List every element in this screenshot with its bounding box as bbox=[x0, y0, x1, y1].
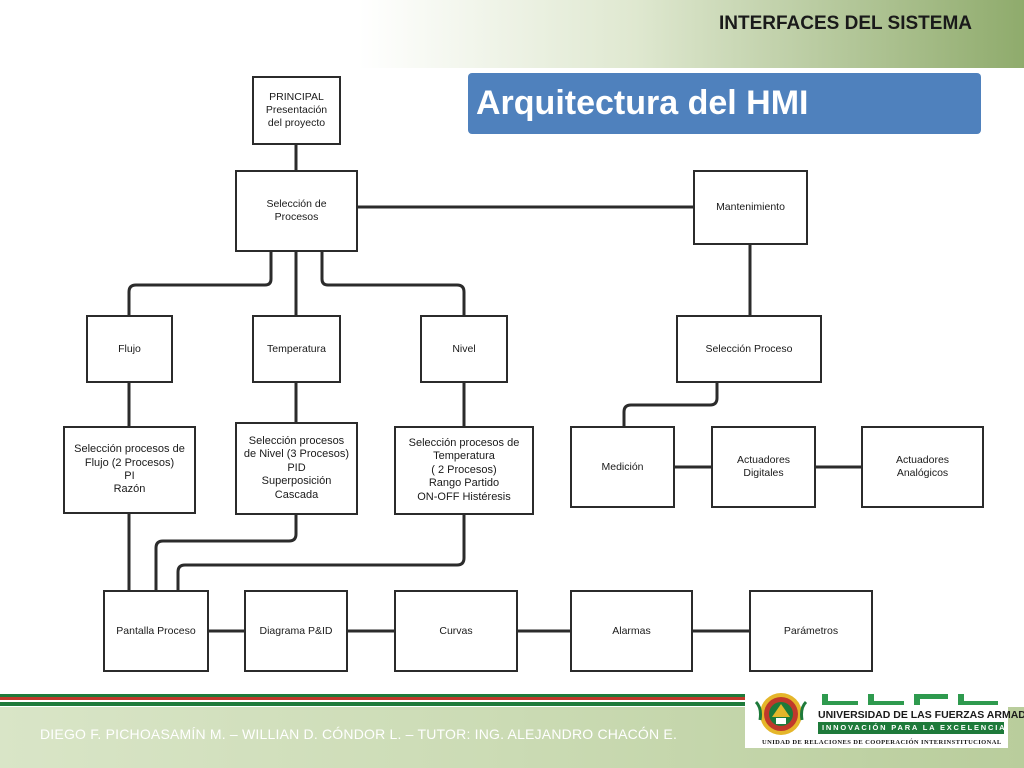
node-parametros: Parámetros bbox=[749, 590, 873, 672]
section-title: INTERFACES DEL SISTEMA bbox=[718, 13, 972, 34]
footer-authors: DIEGO F. PICHOASAMÍN M. – WILLIAN D. CÓN… bbox=[40, 726, 678, 742]
slide-title: Arquitectura del HMI bbox=[468, 73, 981, 134]
footer-stripe-green-2 bbox=[0, 702, 750, 706]
node-actuadores-analogicos: Actuadores Analógicos bbox=[861, 426, 984, 508]
slide-title-text: Arquitectura del HMI bbox=[476, 84, 809, 122]
espe-logo bbox=[822, 694, 998, 705]
link-seleccion-flujo bbox=[127, 250, 273, 317]
node-seleccion-proceso: Selección Proceso bbox=[676, 315, 822, 383]
link-seleccionproceso-medicion bbox=[622, 381, 719, 428]
node-alarmas: Alarmas bbox=[570, 590, 693, 672]
motto-bar bbox=[818, 722, 1004, 734]
node-seleccion-nivel: Selección procesos de Nivel (3 Procesos)… bbox=[235, 422, 358, 515]
link-seleccion-nivel bbox=[320, 250, 466, 317]
node-temperatura: Temperatura bbox=[252, 315, 341, 383]
link-tempsel-pantalla bbox=[176, 513, 466, 592]
node-principal: PRINCIPAL Presentación del proyecto bbox=[252, 76, 341, 145]
university-seal-icon bbox=[754, 693, 808, 735]
node-medicion: Medición bbox=[570, 426, 675, 508]
node-seleccion-flujo: Selección procesos de Flujo (2 Procesos)… bbox=[63, 426, 196, 514]
node-pantalla-proceso: Pantalla Proceso bbox=[103, 590, 209, 672]
node-seleccion-temperatura: Selección procesos de Temperatura ( 2 Pr… bbox=[394, 426, 534, 515]
link-nivelsel-pantalla bbox=[154, 513, 298, 592]
university-name: UNIVERSIDAD DE LAS FUERZAS ARMADAS bbox=[818, 709, 1024, 721]
node-nivel: Nivel bbox=[420, 315, 508, 383]
university-motto: INNOVACIÓN PARA LA EXCELENCIA bbox=[822, 723, 1007, 732]
node-mantenimiento: Mantenimiento bbox=[693, 170, 808, 245]
cooperation-unit: UNIDAD DE RELACIONES DE COOPERACIÓN INTE… bbox=[762, 739, 1002, 746]
node-curvas: Curvas bbox=[394, 590, 518, 672]
node-flujo: Flujo bbox=[86, 315, 173, 383]
header-bar bbox=[0, 0, 1024, 68]
footer-stripe-green bbox=[0, 694, 750, 697]
footer-stripe-white bbox=[0, 700, 750, 702]
footer-stripe-red bbox=[0, 697, 750, 700]
node-seleccion-procesos: Selección de Procesos bbox=[235, 170, 358, 252]
node-actuadores-digitales: Actuadores Digitales bbox=[711, 426, 816, 508]
node-diagrama-pid: Diagrama P&ID bbox=[244, 590, 348, 672]
